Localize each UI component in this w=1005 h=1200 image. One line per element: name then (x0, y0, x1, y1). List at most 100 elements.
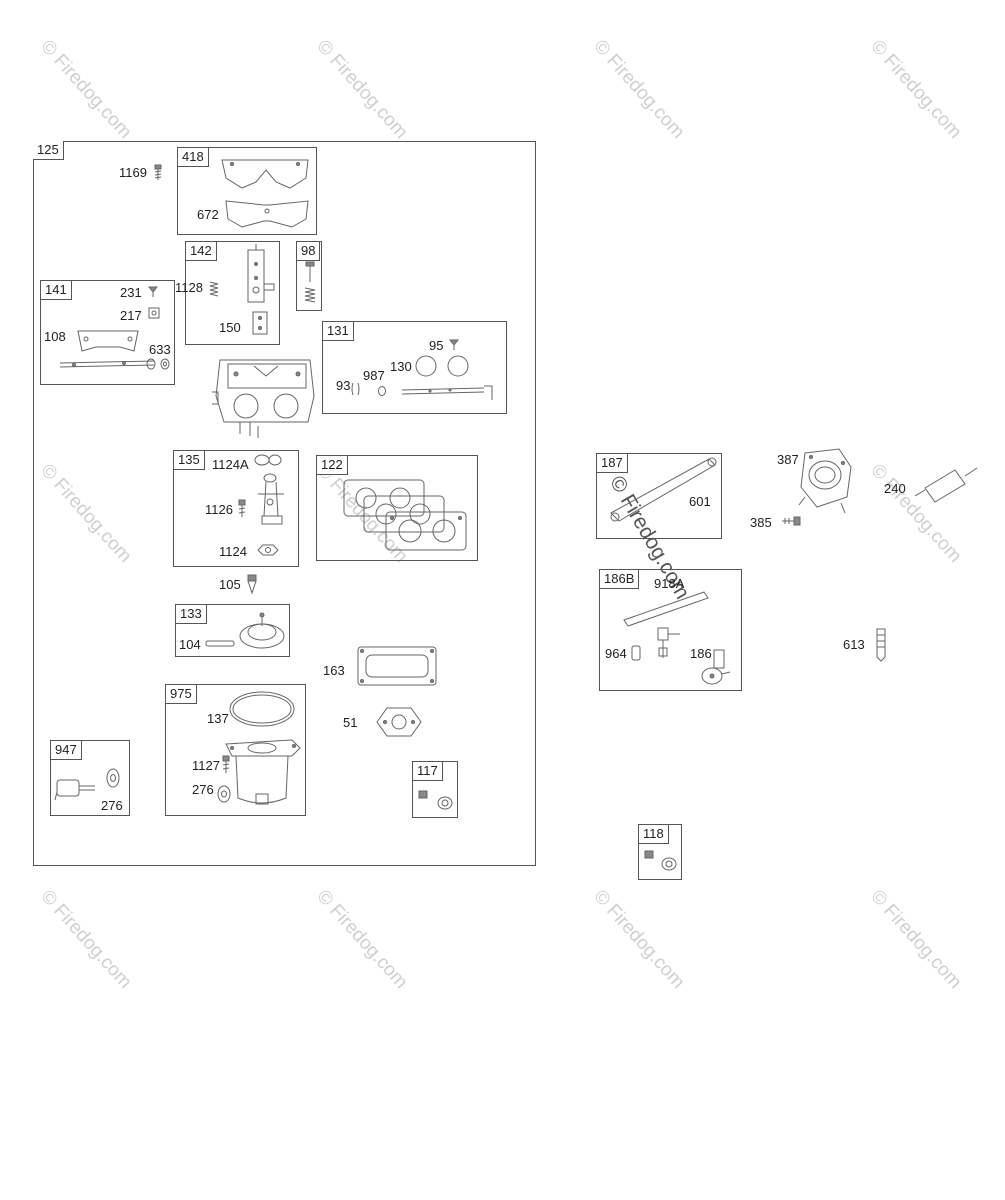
gasket-ring-icon (257, 544, 279, 556)
group-975: 975 (165, 684, 306, 816)
group-418: 418 (177, 147, 317, 235)
nut-icon (148, 307, 160, 319)
fuel-pump-icon (798, 448, 852, 514)
watermark: © Firedog.com (312, 36, 412, 143)
screw-icon (147, 286, 159, 297)
gasket-icon (221, 159, 309, 189)
jet-icon (644, 850, 677, 871)
screw-icon (154, 164, 162, 180)
part-label: 613 (843, 637, 865, 652)
fuel-hose-icon (610, 457, 717, 522)
fuel-valve-icon (657, 627, 680, 658)
part-label: 217 (120, 308, 142, 323)
group-tag: 135 (173, 450, 205, 470)
throttle-plate-icon (247, 244, 275, 303)
watermark: © Firedog.com (589, 36, 689, 143)
group-187: 187 (596, 453, 722, 539)
part-label: 240 (884, 481, 906, 496)
watermark: © Firedog.com (589, 886, 689, 993)
clip-icon (631, 645, 641, 661)
part-label: 1128 (175, 280, 203, 295)
watermark: © Firedog.com (36, 886, 136, 993)
fitting-icon (876, 628, 886, 662)
group-tag: 186B (599, 569, 640, 589)
o-ring-icon (229, 691, 295, 727)
part-label: 387 (777, 452, 799, 467)
group-tag: 131 (322, 321, 354, 341)
group-tag: 975 (165, 684, 197, 704)
group-tag: 418 (177, 147, 209, 167)
part-label: 964 (605, 646, 627, 661)
spring-icon (209, 281, 219, 297)
float-valve-icon (254, 454, 282, 466)
group-135: 135 (173, 450, 299, 567)
group-118: 118 (638, 824, 682, 880)
part-label: 163 (323, 663, 345, 678)
gasket-icon (225, 200, 309, 228)
group-186B: 186B (599, 569, 742, 691)
group-tag: 125 (33, 141, 64, 160)
shutoff-valve-icon (701, 649, 731, 685)
gasket-icon (357, 646, 437, 686)
float-icon (258, 473, 284, 525)
part-label: 231 (120, 285, 142, 300)
fuel-filter-icon (914, 467, 978, 503)
float-bowl-icon (225, 739, 301, 805)
part-label: 1126 (205, 502, 233, 517)
part-label: 601 (689, 494, 711, 509)
diaphragm-icon (239, 612, 285, 649)
watermark: © Firedog.com (36, 36, 136, 143)
part-label: 104 (179, 637, 201, 652)
screw-icon (448, 339, 460, 350)
screw-icon (222, 755, 230, 773)
watermark: © Firedog.com (866, 36, 966, 143)
screw-icon (782, 516, 801, 526)
needle-valve-icon (247, 574, 257, 595)
watermark: © Firedog.com (866, 886, 966, 993)
part-label: 150 (219, 320, 241, 335)
part-label: 105 (219, 577, 241, 592)
part-label: 186 (690, 646, 712, 661)
part-label: 918A (654, 576, 685, 591)
group-tag: 141 (40, 280, 72, 300)
solenoid-icon (54, 768, 120, 801)
gasket-icon (376, 707, 422, 737)
group-tag: 187 (596, 453, 628, 473)
seal-icon (351, 382, 360, 396)
group-133: 133 (175, 604, 290, 657)
part-label: 385 (750, 515, 772, 530)
group-142: 142 (185, 241, 280, 345)
washer-icon (146, 358, 170, 370)
part-label: 51 (343, 715, 358, 730)
part-label: 276 (101, 798, 123, 813)
group-141: 141 (40, 280, 175, 385)
group-tag: 118 (638, 824, 669, 844)
group-117: 117 (412, 761, 458, 818)
group-tag: 133 (175, 604, 207, 624)
part-label: 93 (336, 378, 351, 393)
group-947: 947 (50, 740, 130, 816)
fuel-line-icon (623, 591, 709, 627)
carburetor-body-icon (212, 359, 315, 438)
screw-spring-icon (304, 261, 316, 303)
part-label: 130 (390, 359, 412, 374)
group-tag: 947 (50, 740, 82, 760)
part-label: 108 (44, 329, 66, 344)
bushing-icon (378, 386, 386, 396)
part-label: 633 (149, 342, 171, 357)
screw-icon (238, 499, 246, 517)
group-125-frame: 125 (33, 141, 536, 866)
jet-icon (418, 790, 453, 810)
plate-icon (252, 311, 268, 335)
part-label: 672 (197, 207, 219, 222)
group-tag: 122 (316, 455, 348, 475)
bracket-icon (59, 330, 155, 368)
group-tag: 98 (296, 241, 321, 261)
part-label: 987 (363, 368, 385, 383)
group-tag: 142 (185, 241, 217, 261)
washer-icon (217, 785, 231, 803)
part-label: 137 (207, 711, 229, 726)
part-label: 276 (192, 782, 214, 797)
part-label: 95 (429, 338, 444, 353)
watermark: © Firedog.com (312, 886, 412, 993)
